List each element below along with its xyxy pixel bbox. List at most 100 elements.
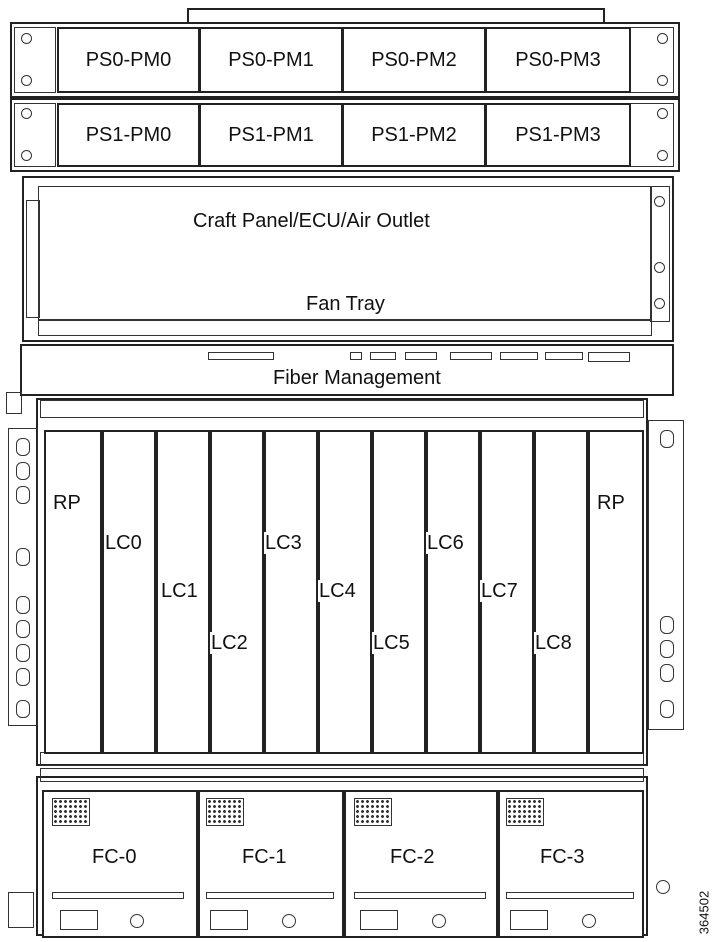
right-cable-rail [648,420,684,730]
shelf-1-right-screw-top [657,108,668,119]
power-module-ps1-pm2[interactable]: PS1-PM2 [342,103,486,167]
slot-label-lc6: LC6 [426,532,465,554]
slot-label-rp-right: RP [596,492,626,514]
fan-tray-status-led [654,262,665,273]
left-rail-ring [16,620,30,638]
fiber-port-5 [450,352,492,360]
slot-label-rp-left: RP [52,492,82,514]
fan-tray-right-screw-top [654,196,665,207]
right-rail-ring [660,616,674,634]
chassis-side-bracket-bottom-left [8,892,34,928]
slot-label-lc5: LC5 [372,632,411,654]
fc-3-connector [510,910,548,930]
right-rail-ring [660,640,674,658]
slot-label-lc2: LC2 [210,632,249,654]
slot-lc8[interactable] [534,430,588,754]
fiber-port-2 [350,352,362,360]
shelf-0-left-handle[interactable] [14,27,56,93]
card-cage-bottom-ejectors [40,752,644,766]
fc-2-connector [360,910,398,930]
slot-rp-left[interactable] [44,430,102,754]
fc-0-captive-screw-icon[interactable] [130,914,144,928]
ground-screw-icon [656,880,670,894]
slot-label-lc3: LC3 [264,532,303,554]
fabric-card-label-fc-2: FC-2 [388,846,437,869]
power-module-ps1-pm0[interactable]: PS1-PM0 [57,103,200,167]
fiber-port-8 [588,352,630,362]
fiber-port-4 [405,352,437,360]
fc-1-connector [210,910,248,930]
fiber-port-7 [545,352,583,360]
power-module-ps0-pm1[interactable]: PS0-PM1 [199,27,343,93]
fc-2-captive-screw-icon[interactable] [432,914,446,928]
power-module-ps0-pm3[interactable]: PS0-PM3 [485,27,631,93]
left-rail-ring [16,644,30,662]
slot-label-lc8: LC8 [534,632,573,654]
left-rail-ring [16,486,30,504]
shelf-0-right-screw-top [657,33,668,44]
fabric-card-label-fc-0: FC-0 [90,846,139,869]
shelf-1-left-screw-bottom [21,150,32,161]
power-module-label: PS1-PM3 [515,123,601,146]
slot-label-lc0: LC0 [104,532,143,554]
fc-0-vent-icon [52,798,90,826]
top-rail [187,8,605,22]
left-rail-ring [16,438,30,456]
slot-label-lc1: LC1 [160,580,199,602]
fan-tray-right-screw-bottom [654,298,665,309]
fan-tray-left-latch[interactable] [26,200,40,318]
fc-3-vent-icon [506,798,544,826]
slot-lc0[interactable] [102,430,156,754]
power-module-label: PS0-PM0 [85,48,172,71]
fan-tray-connector-strip [38,320,652,336]
fiber-management-label: Fiber Management [272,367,442,389]
slot-lc3[interactable] [264,430,318,754]
shelf-1-right-screw-bottom [657,150,668,161]
fabric-card-label-fc-3: FC-3 [538,846,587,869]
slot-label-lc7: LC7 [480,580,519,602]
power-module-ps1-pm1[interactable]: PS1-PM1 [199,103,343,167]
fabric-card-label-fc-1: FC-1 [240,846,289,869]
card-cage-top-ejectors [40,400,644,418]
fc-2-vent-icon [354,798,392,826]
shelf-0-right-screw-bottom [657,75,668,86]
power-module-label: PS0-PM3 [515,48,601,71]
power-module-label: PS1-PM0 [85,123,172,146]
power-module-label: PS0-PM2 [371,48,457,71]
left-rail-ring [16,668,30,686]
power-module-ps0-pm0[interactable]: PS0-PM0 [57,27,200,93]
power-module-ps1-pm3[interactable]: PS1-PM3 [485,103,631,167]
shelf-1-left-screw-top [21,108,32,119]
slot-rp-right[interactable] [588,430,644,754]
slot-lc6[interactable] [426,430,480,754]
figure-id: 364502 [696,890,712,935]
fiber-port-1 [208,352,274,360]
slot-label-lc4: LC4 [318,580,357,602]
right-rail-ring [660,430,674,448]
right-rail-ring [660,664,674,682]
fc-1-captive-screw-icon[interactable] [282,914,296,928]
left-rail-ring [16,548,30,566]
slot-lc2[interactable] [210,430,264,754]
fan-tray-inner-frame [38,186,652,320]
fc-0-connector [60,910,98,930]
fc-1-vent-icon [206,798,244,826]
slot-lc5[interactable] [372,430,426,754]
shelf-0-left-screw-bottom [21,75,32,86]
power-module-label: PS1-PM1 [228,123,314,146]
power-module-label: PS0-PM1 [228,48,314,71]
shelf-0-left-screw-top [21,33,32,44]
fan-tray-top-label: Craft Panel/ECU/Air Outlet [192,210,431,232]
left-cable-rail [8,428,38,726]
fan-tray-bottom-label: Fan Tray [305,293,386,315]
shelf-1-left-handle[interactable] [14,103,56,167]
fc-1-grille [206,892,334,899]
fc-3-captive-screw-icon[interactable] [582,914,596,928]
right-rail-ring [660,700,674,718]
fiber-port-3 [370,352,396,360]
power-module-label: PS1-PM2 [371,123,457,146]
left-rail-ring [16,462,30,480]
power-module-ps0-pm2[interactable]: PS0-PM2 [342,27,486,93]
fc-2-grille [354,892,486,899]
fabric-card-top-band [40,768,644,782]
